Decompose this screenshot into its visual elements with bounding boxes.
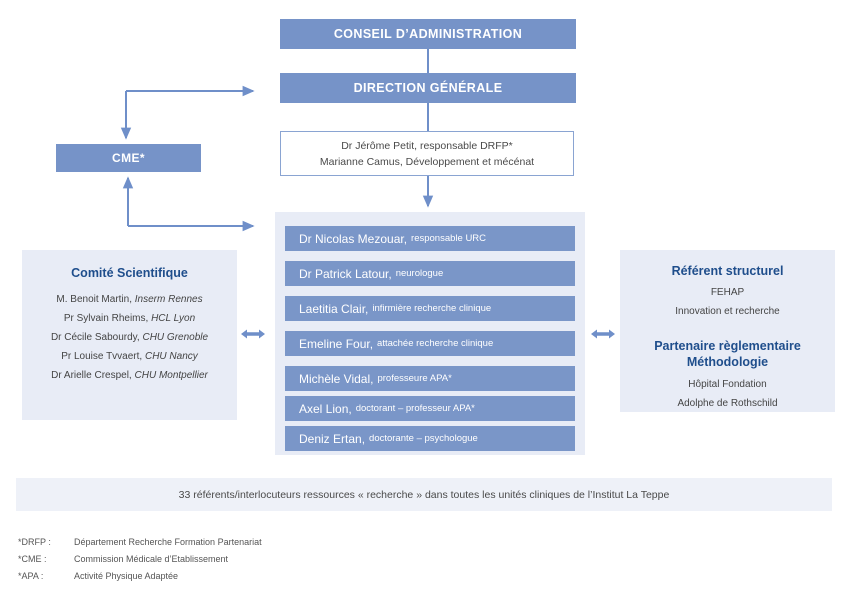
member-name: Dr Patrick Latour, bbox=[299, 266, 392, 281]
member-name: Dr Arielle Crespel, bbox=[51, 370, 132, 381]
member-name: Laetitia Clair, bbox=[299, 301, 369, 316]
referent-title: Référent structurel bbox=[671, 264, 784, 278]
team-row: Deniz Ertan, doctorante – psychologue bbox=[285, 426, 575, 451]
drfp-line-2: Marianne Camus, Développement et mécénat bbox=[319, 155, 535, 168]
member-affiliation: Inserm Rennes bbox=[134, 294, 203, 305]
partners-panel: Référent structurel FEHAP Innovation et … bbox=[620, 250, 835, 412]
member-role: neurologue bbox=[395, 268, 444, 279]
member-affiliation: CHU Montpellier bbox=[134, 370, 208, 381]
footnote-value: Activité Physique Adaptée bbox=[74, 571, 179, 581]
general-management-box: DIRECTION GÉNÉRALE bbox=[280, 73, 576, 103]
regulatory-partner-block: Partenaire règlementaire Méthodologie Hô… bbox=[620, 338, 835, 413]
footnote-row: *APA : Activité Physique Adaptée bbox=[18, 568, 262, 585]
footnote-row: *DRFP : Département Recherche Formation … bbox=[18, 534, 262, 551]
footnote-value: Département Recherche Formation Partenar… bbox=[74, 537, 262, 547]
list-item: Pr Louise Tvvaert, CHU Nancy bbox=[22, 347, 237, 366]
bidirectional-arrow-icon bbox=[591, 329, 615, 339]
member-name: Michèle Vidal, bbox=[299, 371, 374, 386]
member-name: Axel Lion, bbox=[299, 401, 352, 416]
member-role: doctorante – psychologue bbox=[369, 433, 478, 444]
scientific-committee-list: M. Benoit Martin, Inserm Rennes Pr Sylva… bbox=[22, 290, 237, 385]
member-name: Pr Louise Tvvaert, bbox=[61, 351, 143, 362]
member-role: responsable URC bbox=[411, 233, 487, 244]
research-team-panel: Dr Nicolas Mezouar, responsable URC Dr P… bbox=[275, 212, 585, 455]
member-name: Dr Nicolas Mezouar, bbox=[299, 231, 408, 246]
referent-line: FEHAP bbox=[710, 287, 745, 298]
referent-block: Référent structurel FEHAP Innovation et … bbox=[620, 264, 835, 321]
drfp-box: Dr Jérôme Petit, responsable DRFP* Maria… bbox=[280, 131, 574, 176]
team-row: Axel Lion, doctorant – professeur APA* bbox=[285, 396, 575, 421]
member-name: Dr Cécile Sabourdy, bbox=[50, 332, 140, 343]
cme-box: CME* bbox=[56, 144, 201, 172]
footnote-row: *CME : Commission Médicale d’Etablisseme… bbox=[18, 551, 262, 568]
partner-line: Hôpital Fondation bbox=[688, 379, 767, 390]
referent-line: Innovation et recherche bbox=[675, 306, 780, 317]
member-name: Pr Sylvain Rheims, bbox=[63, 313, 149, 324]
footnotes: *DRFP : Département Recherche Formation … bbox=[18, 534, 262, 585]
footnote-key: *DRFP : bbox=[18, 537, 51, 547]
team-row: Dr Patrick Latour, neurologue bbox=[285, 261, 575, 286]
bidirectional-arrow-icon bbox=[241, 329, 265, 339]
member-role: professeure APA* bbox=[377, 373, 452, 384]
scientific-committee-title: Comité Scientifique bbox=[71, 266, 188, 280]
list-item: Pr Sylvain Rheims, HCL Lyon bbox=[22, 309, 237, 328]
board-of-directors-box: CONSEIL D’ADMINISTRATION bbox=[280, 19, 576, 49]
footnote-key: *CME : bbox=[18, 554, 47, 564]
member-name: Deniz Ertan, bbox=[299, 431, 366, 446]
member-role: infirmière recherche clinique bbox=[372, 303, 492, 314]
member-name: Emeline Four, bbox=[299, 336, 374, 351]
member-role: doctorant – professeur APA* bbox=[355, 403, 475, 414]
drfp-line-1: Dr Jérôme Petit, responsable DRFP* bbox=[341, 139, 513, 152]
member-affiliation: HCL Lyon bbox=[151, 313, 196, 324]
team-row: Dr Nicolas Mezouar, responsable URC bbox=[285, 226, 575, 251]
team-row: Michèle Vidal, professeure APA* bbox=[285, 366, 575, 391]
partner-title-line-1: Partenaire règlementaire bbox=[654, 339, 801, 353]
scientific-committee-panel: Comité Scientifique M. Benoit Martin, In… bbox=[22, 250, 237, 420]
partner-line: Adolphe de Rothschild bbox=[677, 398, 778, 409]
footnote-key: *APA : bbox=[18, 571, 44, 581]
banner-text: 33 référents/interlocuteurs ressources «… bbox=[178, 488, 670, 501]
team-row: Laetitia Clair, infirmière recherche cli… bbox=[285, 296, 575, 321]
list-item: Dr Arielle Crespel, CHU Montpellier bbox=[22, 366, 237, 385]
list-item: M. Benoit Martin, Inserm Rennes bbox=[22, 290, 237, 309]
member-name: M. Benoit Martin, bbox=[56, 294, 132, 305]
member-affiliation: CHU Nancy bbox=[144, 351, 198, 362]
list-item: Dr Cécile Sabourdy, CHU Grenoble bbox=[22, 328, 237, 347]
referents-banner: 33 référents/interlocuteurs ressources «… bbox=[16, 478, 832, 511]
member-role: attachée recherche clinique bbox=[377, 338, 494, 349]
member-affiliation: CHU Grenoble bbox=[142, 332, 209, 343]
partner-title-line-2: Méthodologie bbox=[686, 355, 769, 369]
team-row: Emeline Four, attachée recherche cliniqu… bbox=[285, 331, 575, 356]
footnote-value: Commission Médicale d’Etablissement bbox=[74, 554, 229, 564]
